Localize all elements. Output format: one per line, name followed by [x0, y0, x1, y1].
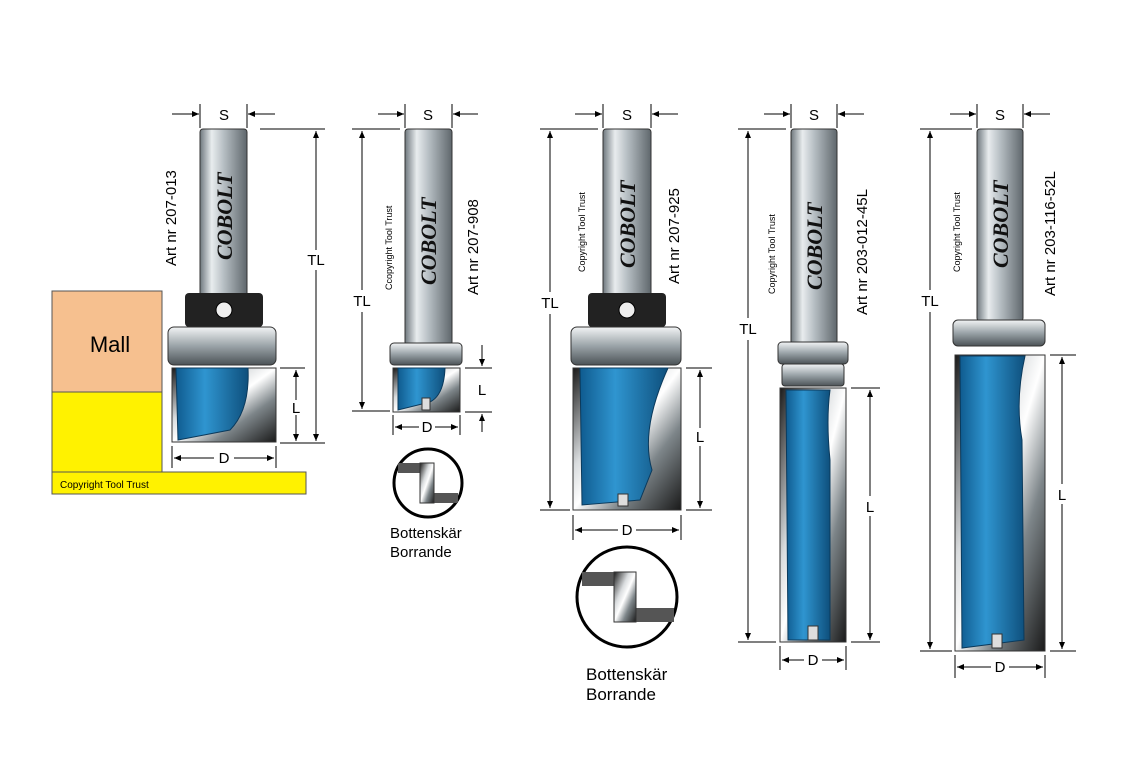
- brand-text: COBOLT: [212, 171, 237, 260]
- article-number: Art nr 207-908: [465, 199, 482, 295]
- tool-207-013: COBOLT Art nr 207-013 S TL L D: [163, 104, 325, 468]
- dim-s: S: [219, 107, 229, 124]
- dim-tl: TL: [739, 321, 757, 338]
- bearing-ring: [777, 341, 849, 365]
- cutter-body: [779, 387, 847, 643]
- article-number: Art nr 203-116-52L: [1042, 171, 1059, 296]
- dim-tl: TL: [307, 252, 325, 269]
- cutter-body: [392, 367, 461, 413]
- template-label: Mall: [90, 332, 130, 357]
- caption-line-2: Borrande: [586, 685, 656, 704]
- brand-text: COBOLT: [802, 201, 827, 290]
- copyright-text: Ccopyright Tool Trust: [384, 205, 394, 290]
- dim-s: S: [423, 107, 433, 124]
- copyright-text: Copyright Tool Trust: [577, 192, 587, 272]
- bearing-ring: [570, 326, 682, 366]
- tool-203-116-52L: COBOLT Art nr 203-116-52L Copyright Tool…: [920, 104, 1076, 678]
- template-block: [51, 290, 163, 393]
- copyright-text: Copyright Tool Trust: [767, 214, 777, 294]
- dim-d: D: [808, 652, 819, 669]
- dim-l: L: [478, 382, 486, 399]
- bottom-cut-detail-icon: [392, 447, 464, 519]
- dim-d: D: [219, 450, 230, 467]
- base-board-lip: [51, 471, 307, 495]
- dim-l: L: [696, 429, 704, 446]
- dim-d: D: [422, 419, 433, 436]
- article-number: Art nr 207-925: [666, 188, 683, 284]
- dim-l: L: [292, 400, 300, 417]
- bearing-ring: [952, 319, 1046, 347]
- dim-tl: TL: [353, 293, 371, 310]
- dim-s: S: [809, 107, 819, 124]
- bearing-ring-2: [781, 363, 845, 387]
- brand-text: COBOLT: [615, 179, 640, 268]
- dim-tl: TL: [541, 295, 559, 312]
- tool-203-012-45L: COBOLT Art nr 203-012-45L Copyright Tool…: [738, 104, 880, 670]
- bearing-ring: [389, 342, 463, 366]
- dim-tl: TL: [921, 293, 939, 310]
- template-copyright: Copyright Tool Trust: [60, 480, 149, 491]
- dim-d: D: [622, 522, 633, 539]
- cutter-body: [954, 354, 1046, 652]
- caption-line-2: Borrande: [390, 544, 452, 561]
- template-assembly: Mall Copyright Tool Trust: [51, 290, 307, 495]
- brand-text: COBOLT: [416, 196, 441, 285]
- bottom-cut-detail-icon: [575, 545, 679, 649]
- copyright-text: Copyright Tool Trust: [952, 192, 962, 272]
- tool-207-925: COBOLT Art nr 207-925 Copyright Tool Tru…: [540, 104, 712, 704]
- dim-l: L: [866, 499, 874, 516]
- bearing-ring: [167, 326, 277, 366]
- cutter-body: [171, 367, 277, 443]
- dim-s: S: [622, 107, 632, 124]
- article-number: Art nr 203-012-45L: [854, 189, 871, 315]
- brand-text: COBOLT: [988, 179, 1013, 268]
- article-number: Art nr 207-013: [163, 170, 180, 266]
- set-screw-icon: [215, 301, 233, 319]
- tool-207-908: COBOLT Art nr 207-908 Ccopyright Tool Tr…: [352, 104, 492, 561]
- cutter-body: [572, 367, 682, 511]
- caption-line-1: Bottenskär: [390, 525, 462, 542]
- dim-d: D: [995, 659, 1006, 676]
- dim-s: S: [995, 107, 1005, 124]
- set-screw-icon: [618, 301, 636, 319]
- caption-line-1: Bottenskär: [586, 665, 668, 684]
- dim-l: L: [1058, 487, 1066, 504]
